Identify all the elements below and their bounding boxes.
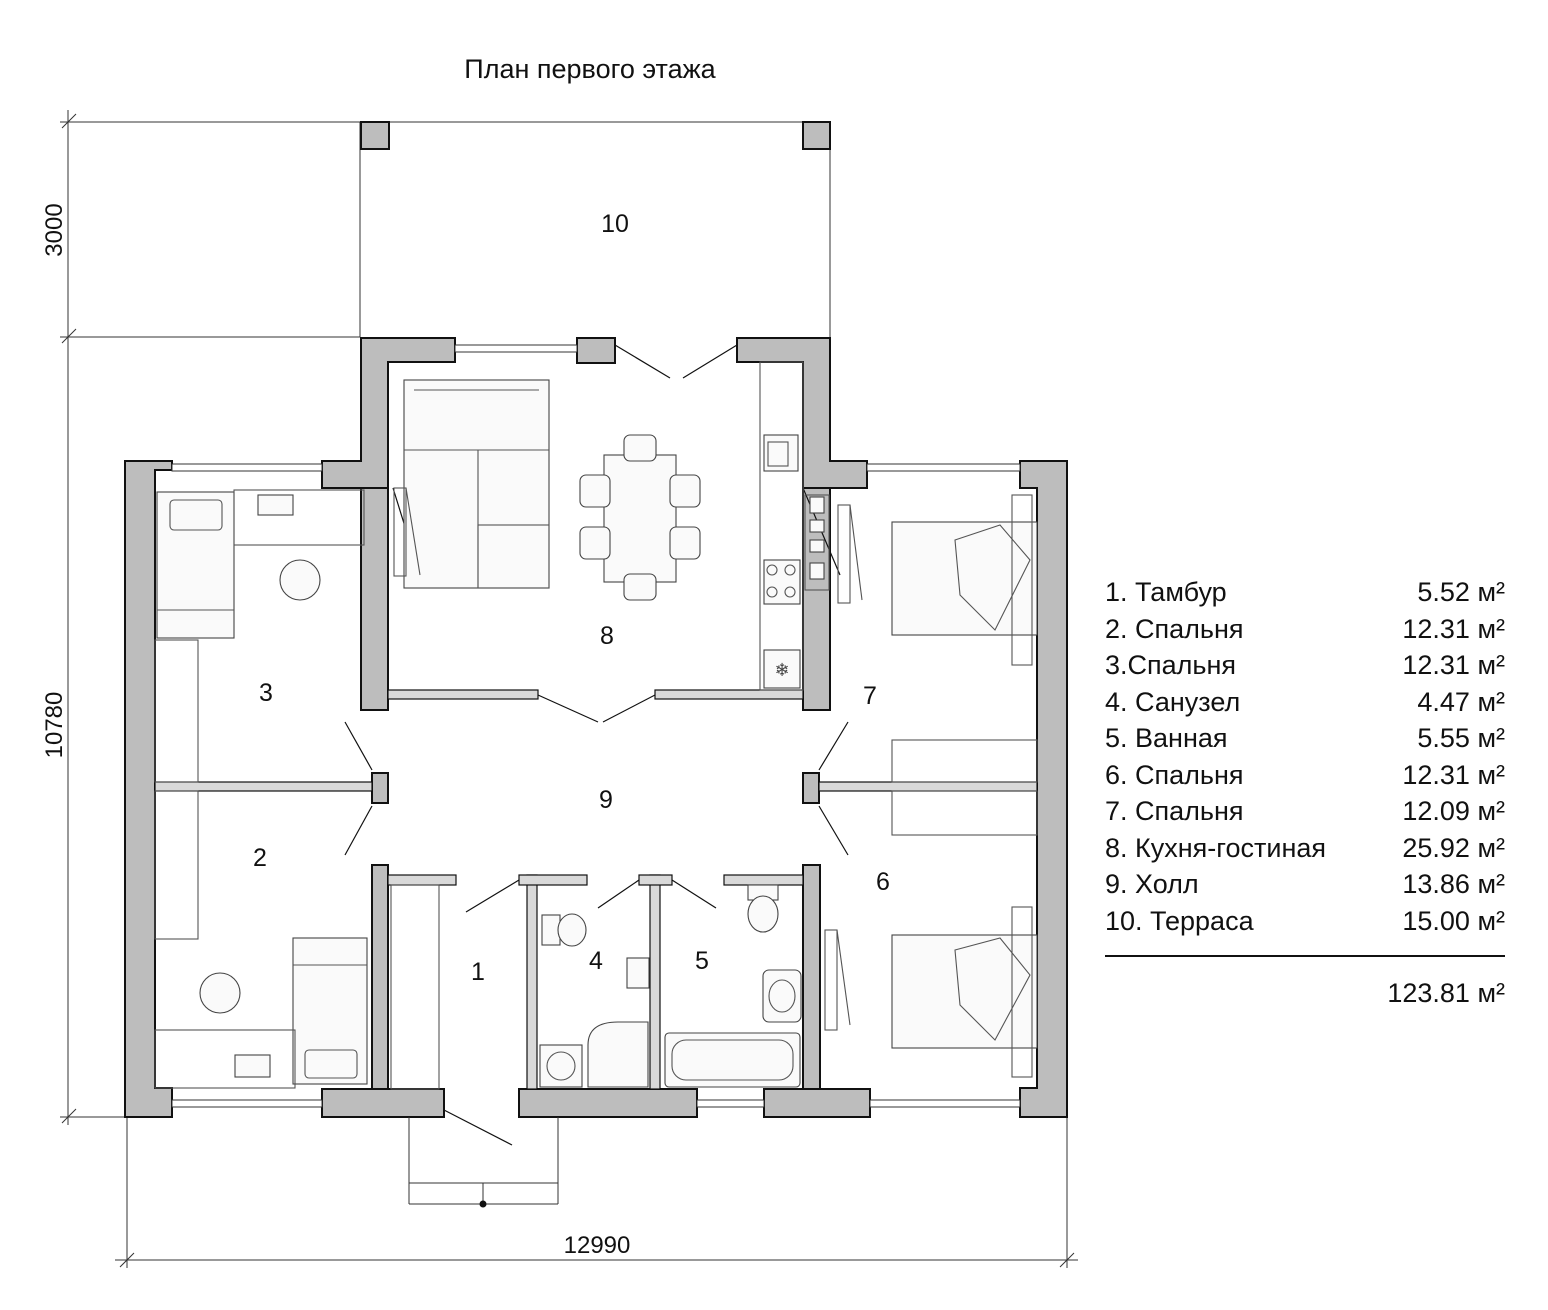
entrance-step: [408, 1117, 559, 1208]
wc-fixtures: [539, 913, 650, 1088]
room-number-9: 9: [599, 786, 613, 814]
sofa: [403, 379, 550, 589]
legend-row: 1. Тамбур 5.52 м²: [1105, 574, 1505, 611]
legend-row: 6. Спальня 12.31 м²: [1105, 757, 1505, 794]
legend-room-name: 1. Тамбур: [1105, 577, 1227, 607]
terrace-column-right: [802, 121, 831, 150]
legend-total-area: 123.81 м²: [1387, 978, 1505, 1008]
room-number-4: 4: [589, 947, 603, 975]
legend-row: 9. Холл 13.86 м²: [1105, 866, 1505, 903]
legend-room-name: 8. Кухня-гостиная: [1105, 832, 1327, 863]
legend-row: 5. Ванная 5.55 м²: [1105, 720, 1505, 757]
doors: [344, 344, 849, 1146]
exterior-walls: [124, 337, 1068, 1118]
dimension-lines: [60, 110, 1078, 1268]
kitchen-counter: ❄: [759, 361, 830, 691]
legend-room-area: 25.92 м²: [1402, 832, 1505, 863]
room-numbers: 1 2 3 4 5 6 7 8 9 10: [253, 210, 890, 986]
room-number-8: 8: [600, 622, 614, 650]
dim-main-height: 10780: [41, 692, 68, 759]
legend-room-name: 9. Холл: [1105, 869, 1199, 899]
legend-room-area: 4.47 м²: [1417, 686, 1505, 717]
bed-room-6: [824, 790, 1038, 1078]
legend-row: 8. Кухня-гостиная 25.92 м²: [1105, 830, 1505, 867]
legend-room-name: 10. Терраса: [1105, 905, 1254, 936]
legend-room-name: 7. Спальня: [1105, 796, 1244, 826]
plan-title: План первого этажа: [464, 54, 716, 84]
dining-table: [579, 434, 701, 601]
legend-room-area: 12.31 м²: [1402, 613, 1505, 644]
bed-room-7: [837, 494, 1038, 783]
legend-row: 4. Санузел 4.47 м²: [1105, 684, 1505, 721]
legend-room-area: 12.09 м²: [1402, 796, 1505, 826]
legend-room-area: 15.00 м²: [1402, 905, 1505, 936]
legend-room-area: 12.31 м²: [1402, 759, 1505, 790]
room-number-10: 10: [601, 210, 629, 238]
legend-room-name: 5. Ванная: [1105, 723, 1228, 753]
room-number-7: 7: [863, 682, 877, 710]
dim-total-width: 12990: [564, 1232, 631, 1259]
room-number-6: 6: [876, 868, 890, 896]
windows: [171, 344, 1021, 1108]
room-number-3: 3: [259, 679, 273, 707]
room-number-2: 2: [253, 844, 267, 872]
legend-room-name: 3.Спальня: [1105, 650, 1237, 680]
legend-row: 3.Спальня 12.31 м²: [1105, 647, 1505, 684]
legend-row: 10. Терраса 15.00 м²: [1105, 903, 1505, 940]
room-number-1: 1: [471, 958, 485, 986]
legend-row: 7. Спальня 12.09 м²: [1105, 793, 1505, 830]
legend-room-name: 2. Спальня: [1105, 613, 1244, 644]
legend-room-area: 5.52 м²: [1417, 577, 1505, 607]
legend-room-area: 13.86 м²: [1402, 869, 1505, 899]
bed-room-3: [154, 489, 365, 783]
svg-text:❄: ❄: [774, 660, 789, 681]
bath-fixtures: [664, 884, 802, 1088]
legend-room-area: 5.55 м²: [1417, 723, 1505, 753]
bed-room-2: [154, 790, 368, 1089]
terrace-column-left: [360, 121, 390, 150]
legend-divider: [1105, 955, 1505, 957]
wardrobe-vestibule: [390, 884, 440, 1090]
legend-room-name: 4. Санузел: [1105, 686, 1241, 717]
tv-unit: [393, 487, 421, 577]
legend-room-area: 12.31 м²: [1402, 650, 1505, 680]
dim-top-height: 3000: [41, 203, 68, 256]
room-number-5: 5: [695, 947, 709, 975]
legend-row: 2. Спальня 12.31 м²: [1105, 611, 1505, 648]
area-legend: 1. Тамбур 5.52 м² 2. Спальня 12.31 м² 3.Сп…: [1105, 574, 1505, 1012]
legend-room-name: 6. Спальня: [1105, 759, 1244, 790]
